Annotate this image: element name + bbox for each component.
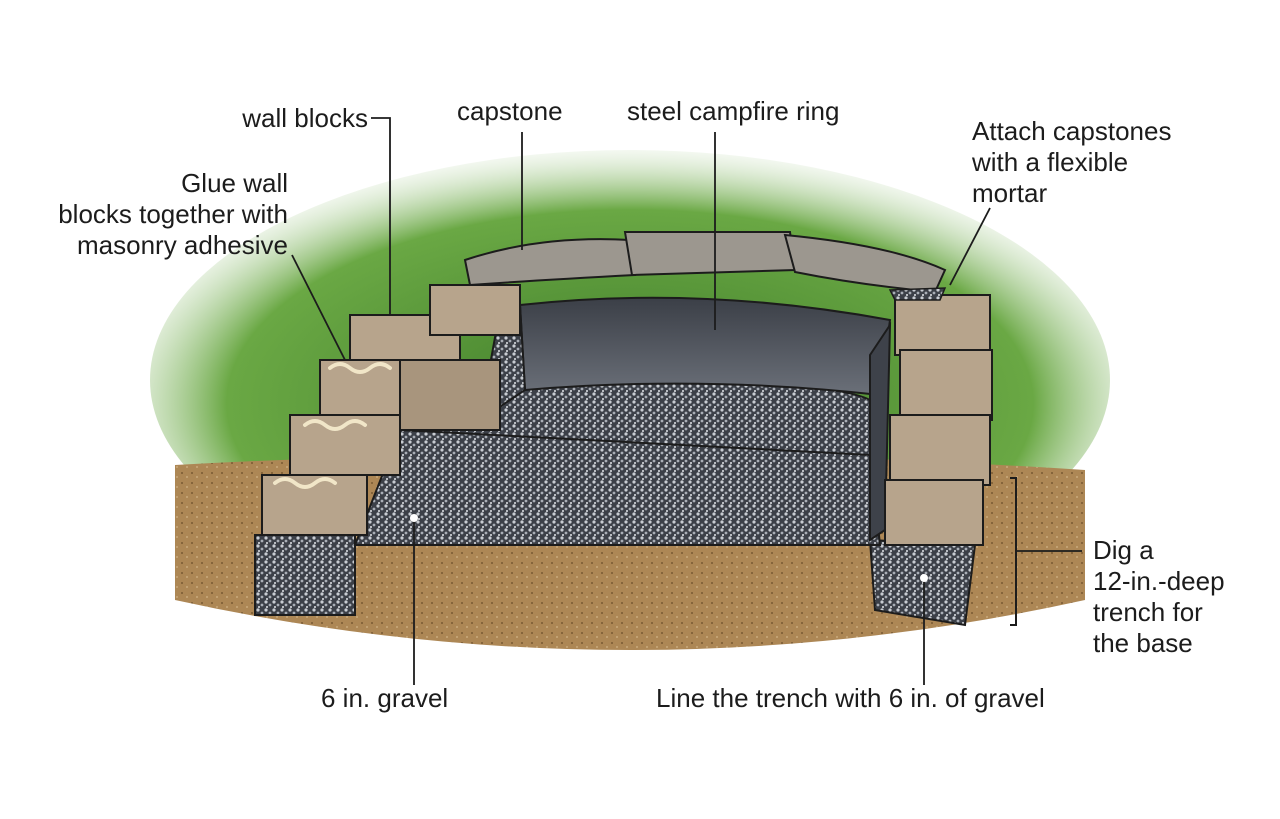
- label-glue-line3: masonry adhesive: [77, 230, 288, 260]
- label-attach-line1: Attach capstones: [972, 116, 1172, 146]
- label-glue-line2: blocks together with: [58, 199, 288, 229]
- label-dig-line3: trench for: [1093, 597, 1203, 627]
- label-capstone: capstone: [457, 96, 563, 126]
- label-dig-line4: the base: [1093, 628, 1193, 658]
- label-dig-trench: Dig a 12-in.-deep trench for the base: [1093, 535, 1225, 659]
- label-glue-line1: Glue wall: [181, 168, 288, 198]
- label-steel-campfire-ring: steel campfire ring: [627, 96, 840, 126]
- capstones: [463, 231, 947, 294]
- label-dig-line1: Dig a: [1093, 535, 1154, 565]
- wall-blocks-right: [884, 294, 993, 546]
- leader-dots: [410, 514, 928, 582]
- flexible-mortar: [888, 287, 947, 301]
- label-line-trench: Line the trench with 6 in. of gravel: [656, 683, 1045, 713]
- label-dig-line2: 12-in.-deep: [1093, 566, 1225, 596]
- trench-gravel-left: [254, 534, 356, 616]
- label-attach-line2: with a flexible: [972, 147, 1129, 177]
- wall-blocks-left: [261, 284, 521, 536]
- steel-campfire-ring: [518, 296, 892, 397]
- label-wall-blocks: wall blocks: [242, 103, 368, 133]
- label-attach-capstones: Attach capstones with a flexible mortar: [972, 116, 1171, 209]
- leader-lines: [291, 117, 1082, 685]
- label-attach-line3: mortar: [972, 178, 1048, 208]
- label-glue-wall-blocks: Glue wall blocks together with masonry a…: [20, 168, 288, 261]
- trench-gravel-right: [868, 538, 977, 627]
- label-six-in-gravel: 6 in. gravel: [321, 683, 449, 713]
